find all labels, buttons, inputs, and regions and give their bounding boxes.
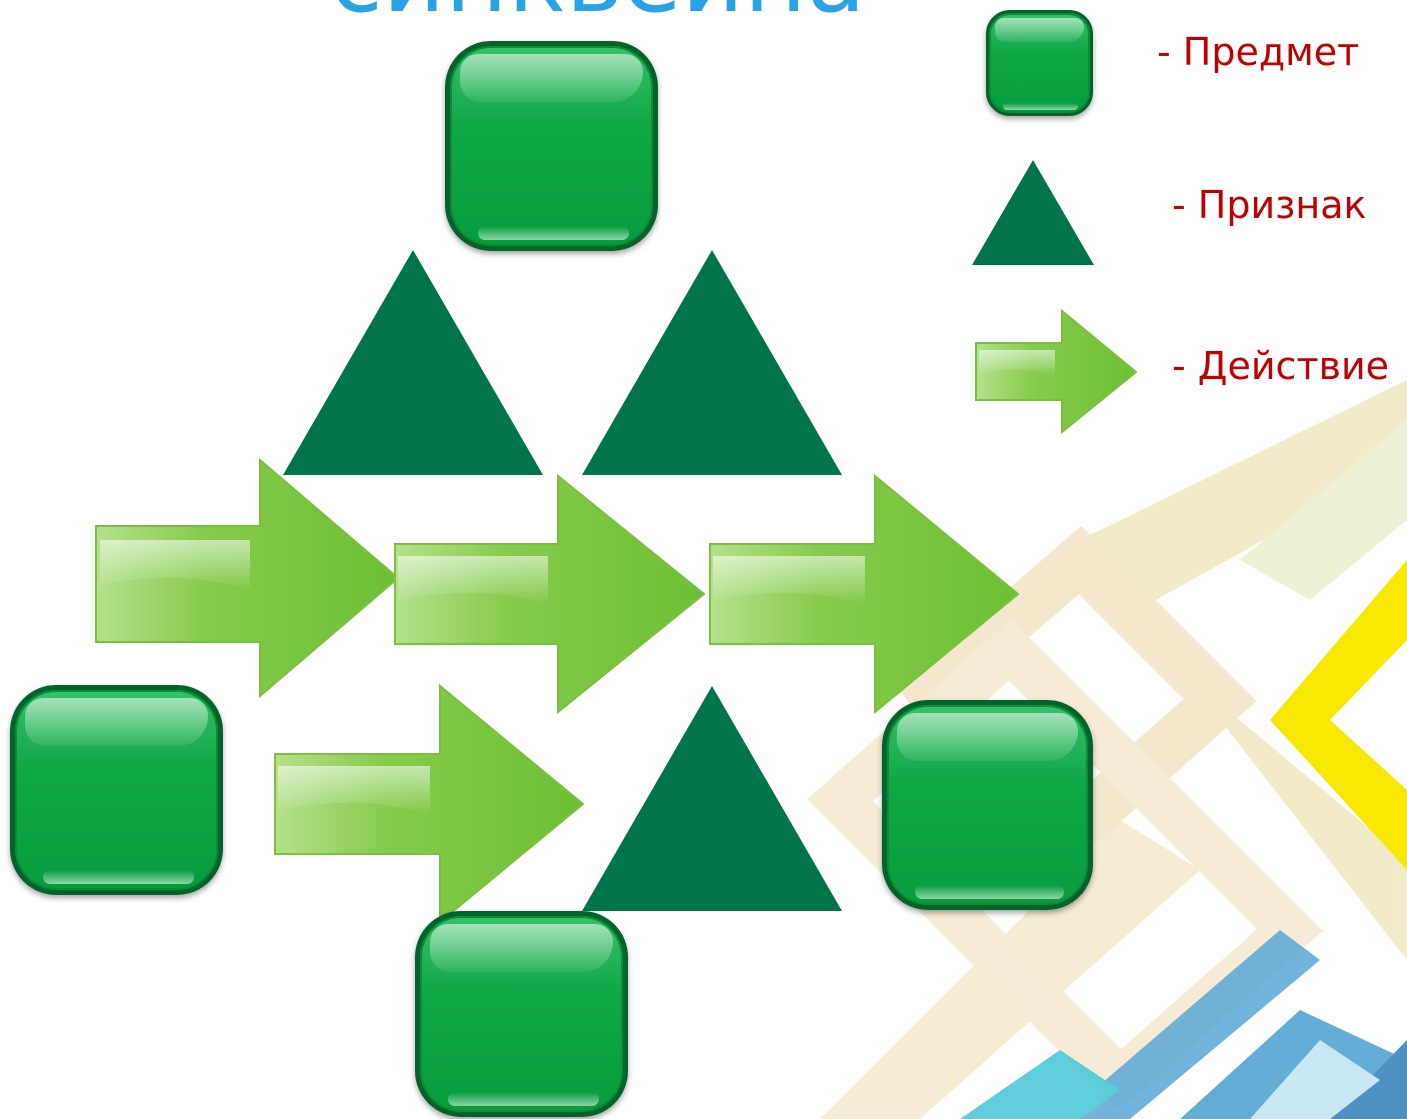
- arrow-action-3: [709, 473, 1020, 715]
- arrow-action-2: [394, 473, 706, 715]
- square-subject-top: [445, 41, 658, 251]
- legend-action-label: - Действие: [1172, 344, 1390, 388]
- square-subject-right: [882, 700, 1093, 910]
- legend-subject-label: - Предмет: [1157, 30, 1360, 74]
- legend-arrow-icon: [975, 308, 1138, 435]
- square-subject-bottom: [415, 911, 628, 1117]
- triangle-attribute-2: [582, 250, 842, 475]
- legend-triangle-icon: [972, 160, 1094, 265]
- triangle-attribute-3: [582, 686, 842, 911]
- legend-attribute-label: - Признак: [1172, 183, 1367, 227]
- triangle-attribute-1: [283, 250, 543, 475]
- slide-title: синквейна: [330, 0, 1030, 28]
- legend-square-icon: [986, 10, 1093, 116]
- arrow-action-4: [274, 683, 585, 925]
- arrow-action-1: [95, 457, 400, 699]
- square-subject-left: [10, 685, 223, 895]
